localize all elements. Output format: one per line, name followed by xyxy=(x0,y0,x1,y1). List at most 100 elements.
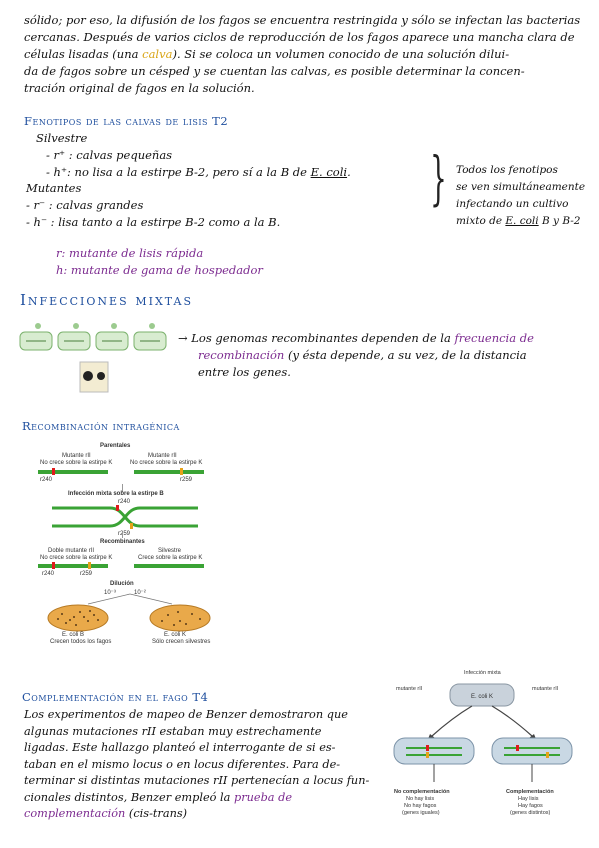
crossover-svg xyxy=(52,505,198,529)
dilution-1: 10⁻³ xyxy=(104,590,116,596)
h-plus-end: . xyxy=(347,165,351,179)
mutant-a-desc: No crece sobre la estirpe K xyxy=(40,460,113,466)
complement-svg: E. coli K xyxy=(393,683,573,782)
recombinant-wild xyxy=(134,564,204,568)
mixtas-line-1: → Los genomas recombinantes dependen de … xyxy=(178,330,534,347)
doble-desc: No crece sobre la estirpe K xyxy=(40,555,113,561)
complement-line-1: Los experimentos de mapeo de Benzer demo… xyxy=(24,708,348,721)
cis-trans-label: (cis-trans) xyxy=(125,807,188,820)
infeccion-label: Infección mixta sobre la estirpe B xyxy=(68,491,164,497)
r240b-label: r240 xyxy=(118,499,131,505)
dilution-2: 10⁻² xyxy=(134,590,146,596)
r-minus-line: - r⁻ : calvas grandes xyxy=(26,198,144,212)
h-plus-text: - h⁺: no lisa a la estirpe B-2, pero sí … xyxy=(46,165,311,179)
mixed-infection-figure xyxy=(18,318,176,396)
mutant-1-label: mutante rII xyxy=(396,686,423,692)
mixtas-text: → Los genomas recombinantes dependen de … xyxy=(178,330,534,381)
fenotipos-note: Todos los fenotipos se ven simultáneamen… xyxy=(456,162,585,230)
note-line-3: infectando un cultivo xyxy=(456,198,569,210)
intro-line-4: da de fagos sobre un césped y se cuentan… xyxy=(24,64,525,78)
comp-line-2: Hay lisis xyxy=(518,796,539,802)
silvestre-fig-label: Silvestre xyxy=(158,548,182,554)
def-r: r: mutante de lisis rápida xyxy=(56,246,204,260)
silvestre-fig-desc: Crece sobre la estirpe K xyxy=(138,555,203,561)
no-comp-line-3: No hay fagos xyxy=(404,803,437,809)
chromosome-b xyxy=(134,470,204,474)
r259b-label: r259 xyxy=(118,531,131,537)
intro-paragraph: sólido; por eso, la difusión de los fago… xyxy=(24,12,580,97)
r259-label: r259 xyxy=(180,477,193,483)
frecuencia-term: frecuencia de xyxy=(454,331,534,345)
h-plus-line: - h⁺: no lisa a la estirpe B-2, pero sí … xyxy=(36,164,351,181)
recombinant-double xyxy=(38,564,108,568)
complement-line-6: cionales distintos, Benzer empleó la pru… xyxy=(24,790,369,807)
mixtas-line-1-start: → Los genomas recombinantes dependen de … xyxy=(178,331,455,345)
mutantes-list: Mutantes - r⁻ : calvas grandes - h⁻ : li… xyxy=(26,180,280,231)
silvestre-label: Silvestre xyxy=(36,131,88,145)
complement-line-6-start: cionales distintos, Benzer empleó la xyxy=(24,790,234,804)
arrow-down-1 xyxy=(122,484,123,492)
complement-line-2: algunas mutaciones rII estaban muy estre… xyxy=(24,724,322,738)
mixed-infection-svg xyxy=(19,323,167,393)
mutation-240-mark xyxy=(52,468,55,475)
recomb-title: Recombinación intragénica xyxy=(22,419,180,433)
note-line-1: Todos los fenotipos xyxy=(456,164,558,176)
note-line-4: mixto de E. coli B y B-2 xyxy=(456,213,585,230)
r259c-label: r259 xyxy=(80,571,93,577)
complement-line-3: ligadas. Este hallazgo planteó el interr… xyxy=(24,741,336,754)
comp-line-4: (genes distintos) xyxy=(510,810,551,816)
calva-term: calva xyxy=(142,47,173,61)
ecoli-b-desc: Crecen todos los fagos xyxy=(50,639,112,645)
def-h: h: mutante de gama de hospedador xyxy=(56,263,263,277)
ecoli-b-label: E. coli B xyxy=(62,632,85,638)
intro-line-2: cercanas. Después de varios ciclos de re… xyxy=(24,30,575,44)
complement-line-4: taban en el mismo locus o en locus difer… xyxy=(24,757,341,771)
mutantes-label: Mutantes xyxy=(26,181,82,195)
intro-line-3-start: células lisadas (una xyxy=(24,47,143,61)
doble-label: Doble mutante rII xyxy=(48,548,95,554)
note-line-4-end: B y B-2 xyxy=(538,215,581,227)
comp-line-3: Hay fagos xyxy=(518,803,543,809)
mutant-a-label: Mutante rII xyxy=(62,453,91,459)
recombinantes-label: Recombinantes xyxy=(100,539,145,545)
complement-line-7: complementación (cis-trans) xyxy=(24,806,369,823)
note-line-2: se ven simultáneamente xyxy=(456,181,586,193)
plates-svg xyxy=(47,593,211,632)
mutation-259-mark xyxy=(180,468,183,475)
mutant-b-label: Mutante rII xyxy=(148,453,177,459)
prueba-term: prueba de xyxy=(233,790,293,804)
r240-label: r240 xyxy=(40,477,53,483)
r-plus-line: - r⁺ : calvas pequeñas xyxy=(46,148,173,162)
mixtas-line-2: recombinación (y ésta depende, a su vez,… xyxy=(178,347,534,364)
recombinacion-term: recombinación xyxy=(198,348,285,362)
ecoli-term: E. coli xyxy=(310,165,348,179)
intro-line-3: células lisadas (una calva). Si se coloc… xyxy=(24,46,580,63)
definitions: r: mutante de lisis rápida h: mutante de… xyxy=(56,245,263,279)
ecoli-k-desc: Sólo crecen silvestres xyxy=(152,639,211,645)
complementacion-term: complementación xyxy=(24,807,126,820)
r240c-label: r240 xyxy=(42,571,55,577)
note-line-4-start: mixto de xyxy=(456,215,506,227)
ecolik-text: E. coli K xyxy=(471,694,493,700)
arrow-down-2 xyxy=(122,532,123,538)
complement-figure: Infección mixta mutante rII mutante rII … xyxy=(382,668,582,838)
curly-brace: } xyxy=(430,144,447,212)
note-ecoli: E. coli xyxy=(505,215,539,227)
mixtas-line-2-end: (y ésta depende, a su vez, de la distanc… xyxy=(284,348,527,362)
no-comp-line-2: No hay lisis xyxy=(406,796,435,802)
comp-label: Complementación xyxy=(506,789,554,795)
intro-line-5: tración original de fagos en la solución… xyxy=(24,81,255,95)
double-240-mark xyxy=(52,562,55,569)
h-minus-line: - h⁻ : lisa tanto a la estirpe B-2 como … xyxy=(26,215,281,229)
mutant-2-label: mutante rII xyxy=(532,686,559,692)
infeccion-mixta-label: Infección mixta xyxy=(464,670,501,676)
chromosome-a xyxy=(38,470,108,474)
complement-text: Los experimentos de mapeo de Benzer demo… xyxy=(24,707,369,823)
mixtas-line-3: entre los genes. xyxy=(198,365,291,379)
double-259-mark xyxy=(88,562,91,569)
complement-line-5: terminar si distintas mutaciones rII per… xyxy=(24,774,370,787)
no-comp-line-4: (genes iguales) xyxy=(402,810,440,816)
ecoli-k-label: E. coli K xyxy=(164,632,187,638)
no-comp-label: No complementación xyxy=(394,789,450,795)
parentales-label: Parentales xyxy=(100,443,131,449)
